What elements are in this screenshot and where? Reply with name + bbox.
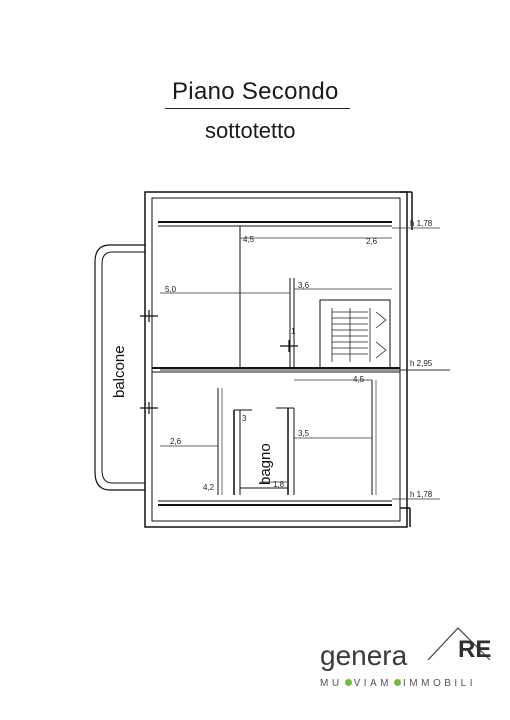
brand-tagline: MU VIAM IMMOBILI (320, 678, 476, 689)
brand-logo-mark: RE (458, 636, 492, 663)
dimension-label: 3 (242, 414, 247, 423)
house-roof-icon (427, 627, 491, 661)
height-label-middle: h 2,95 (410, 359, 433, 368)
room-label-bagno: bagno (257, 443, 274, 485)
staircase (331, 308, 387, 362)
dimension-label: 5,0 (165, 285, 177, 294)
plan-subtitle: sottotetto (205, 118, 296, 143)
inner-wall (151, 197, 401, 522)
height-label-bottom: h 1,78 (410, 490, 433, 499)
plan-title: Piano Secondo (172, 78, 339, 105)
dimension-label: 2,6 (170, 437, 182, 446)
dimension-label: 4,2 (203, 483, 215, 492)
green-dot-icon (344, 679, 352, 687)
room-label-balcone: balcone (111, 345, 128, 398)
dimension-label: 1 (291, 327, 296, 336)
brand-logo-name: genera (320, 640, 408, 671)
outer-wall (144, 191, 408, 528)
tagline-part: IMMOBILI (403, 678, 477, 689)
dimension-label: 3,6 (298, 281, 310, 290)
dimension-label: 1,8 (273, 480, 285, 489)
tagline-part: MU (320, 678, 343, 689)
tagline-part: VIAM (353, 678, 393, 689)
dimension-label: 3,5 (298, 429, 310, 438)
dimension-label: 4,5 (353, 375, 365, 384)
dimension-label: 4,5 (243, 235, 255, 244)
height-label-top: h 1,78 (410, 219, 433, 228)
dimension-label: 2,6 (366, 237, 378, 246)
title-underline (165, 108, 350, 109)
green-dot-icon (394, 679, 402, 687)
